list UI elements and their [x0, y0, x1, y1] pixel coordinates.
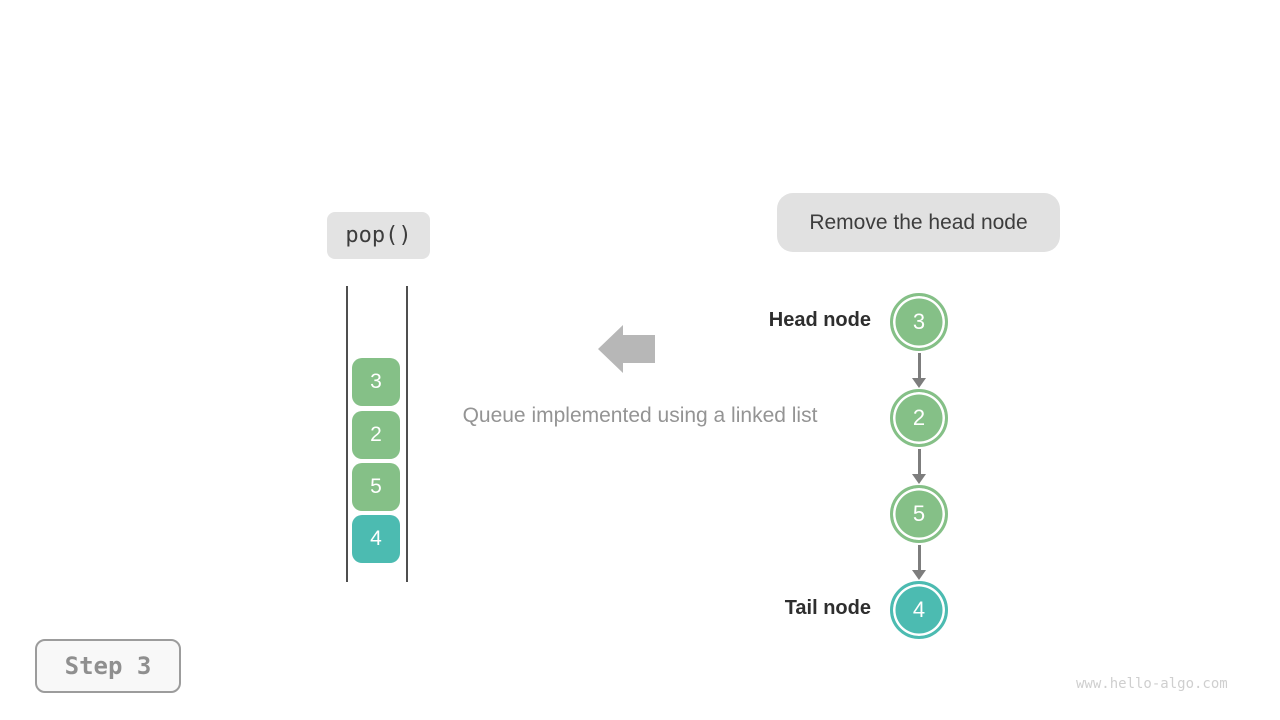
- arrow-down-icon: [912, 378, 926, 388]
- diagram-caption: Queue implemented using a linked list: [462, 404, 818, 427]
- head-node-label: Head node: [768, 309, 871, 331]
- node-connector-line: [918, 449, 921, 475]
- step-badge: Step 3: [35, 639, 181, 693]
- queue-container-left-rail: [346, 286, 348, 582]
- queue-item: 3: [352, 358, 400, 406]
- linked-list-node: 5: [890, 485, 948, 543]
- queue-item: 2: [352, 411, 400, 459]
- watermark: www.hello-algo.com: [1076, 676, 1228, 692]
- left-arrow-icon: [598, 325, 655, 373]
- node-connector-line: [918, 353, 921, 379]
- queue-container-right-rail: [406, 286, 408, 582]
- linked-list-node: 2: [890, 389, 948, 447]
- remove-head-annotation-label: Remove the head node: [809, 210, 1028, 234]
- queue-item: 5: [352, 463, 400, 511]
- arrow-down-icon: [912, 570, 926, 580]
- step-badge-label: Step 3: [64, 652, 152, 680]
- linked-list-node-head: 3: [890, 293, 948, 351]
- linked-list-node-tail: 4: [890, 581, 948, 639]
- arrow-down-icon: [912, 474, 926, 484]
- remove-head-annotation: Remove the head node: [777, 193, 1060, 252]
- node-connector-line: [918, 545, 921, 571]
- pop-operation-badge: pop(): [327, 212, 430, 259]
- pop-operation-label: pop(): [345, 223, 412, 248]
- tail-node-label: Tail node: [784, 597, 871, 619]
- queue-item-tail: 4: [352, 515, 400, 563]
